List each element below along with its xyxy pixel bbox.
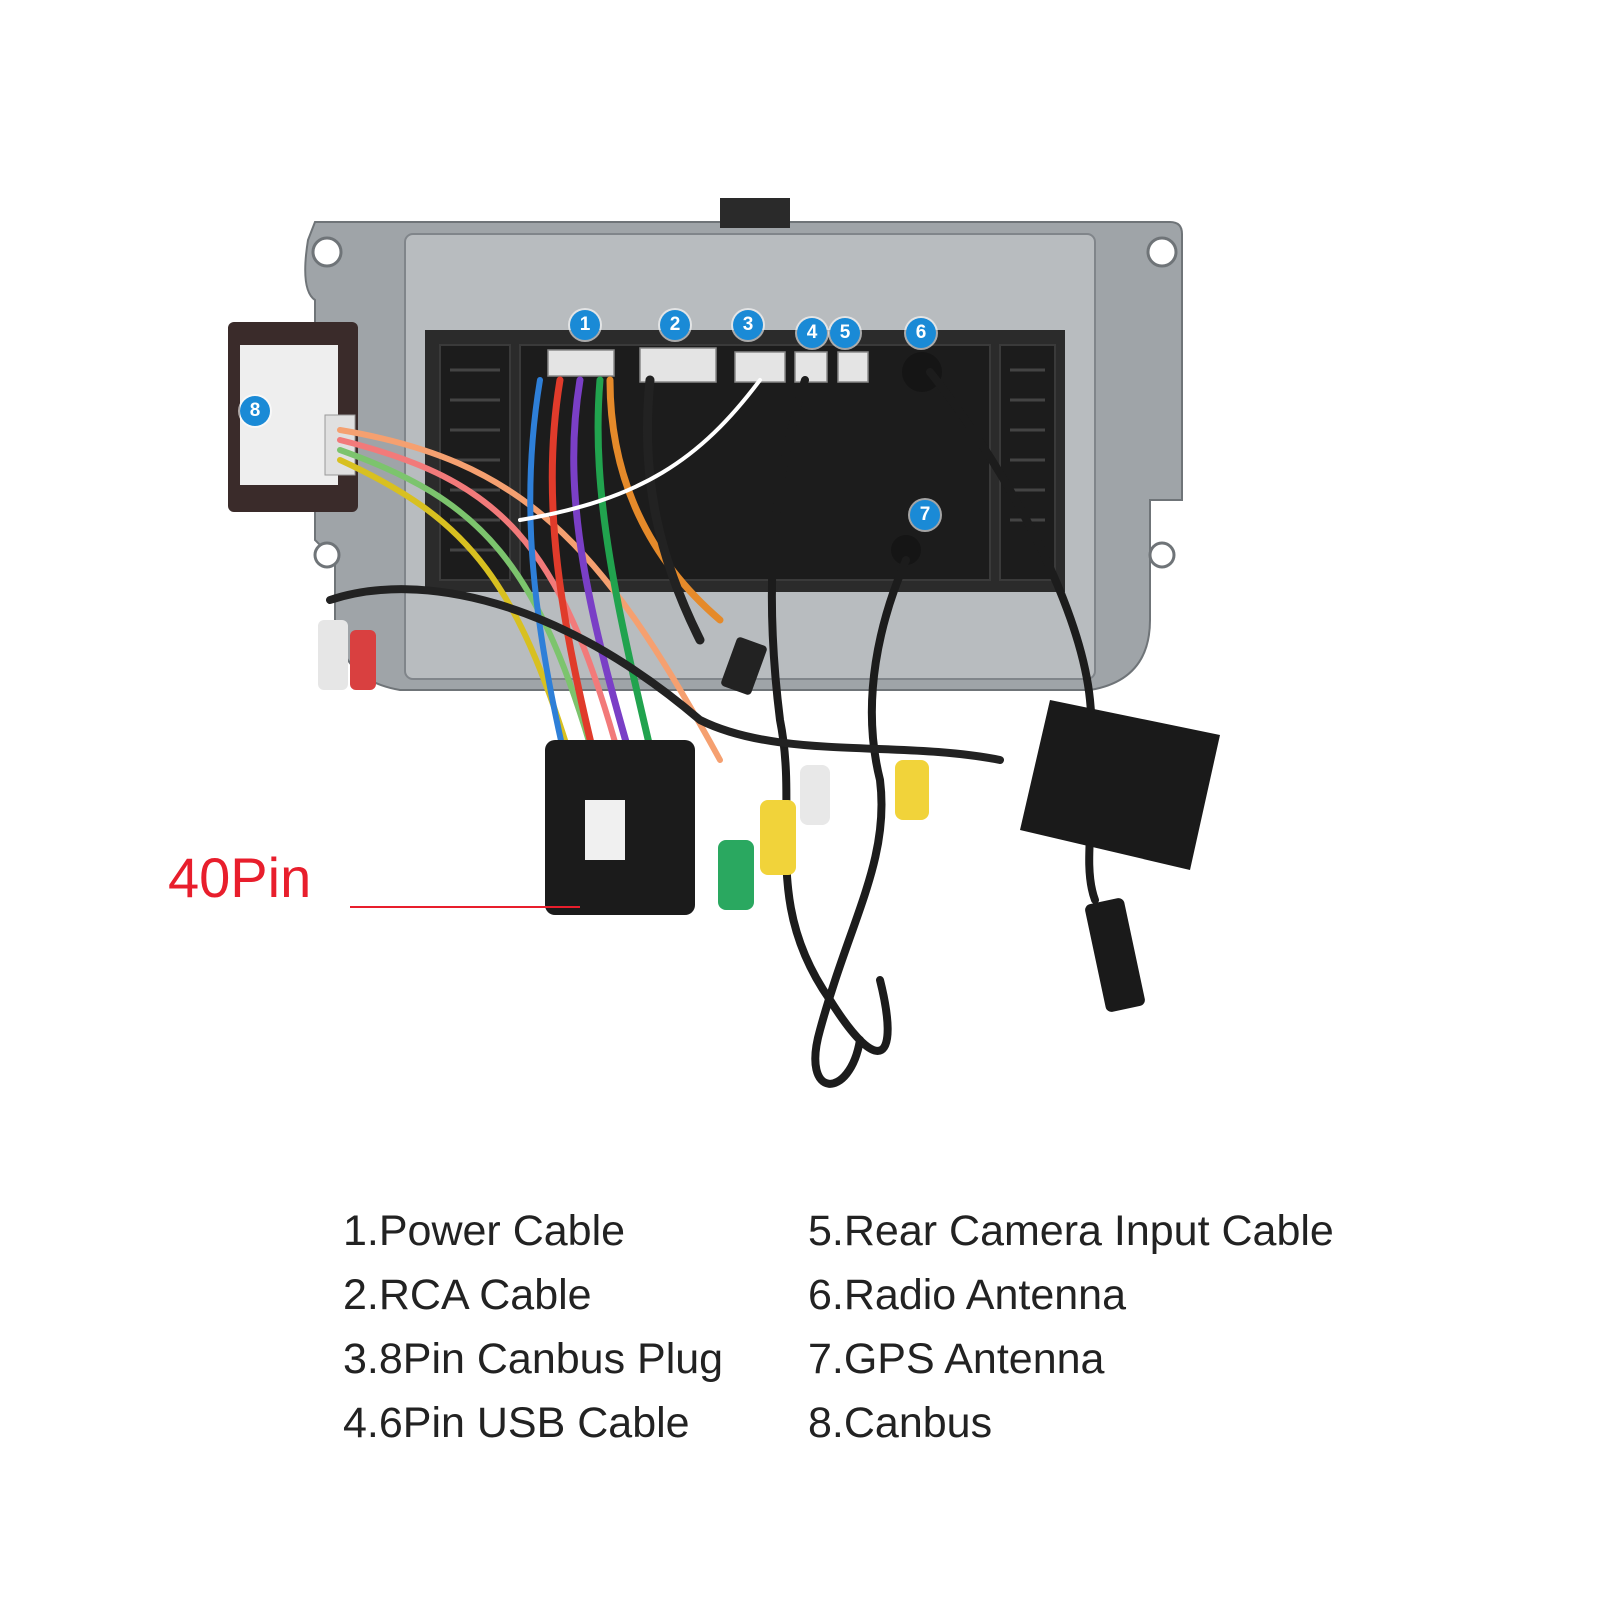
callout-badge-7: 7 [910,500,940,530]
legend-item-canbus-plug: 3.8Pin Canbus Plug [343,1335,724,1383]
legend-item-power-cable: 1.Power Cable [343,1207,626,1255]
rear-heatsink [425,330,1065,592]
rca-plugs [318,620,929,910]
40pin-callout-line [350,906,580,908]
callout-badge-5: 5 [830,318,860,348]
legend-item-rca-cable: 2.RCA Cable [343,1271,592,1319]
wiring-harness [326,368,1099,1088]
callout-badge-8: 8 [240,396,270,426]
callout-badge-1: 1 [570,310,600,340]
legend-item-gps-antenna: 7.GPS Antenna [808,1335,1105,1383]
usb-plug [721,637,767,695]
legend-left: 1.Power Cable 2.RCA Cable 3.8Pin Canbus … [343,1203,723,1459]
legend-item-canbus: 8.Canbus [808,1399,993,1447]
legend-right: 5.Rear Camera Input Cable 6.Radio Antenn… [808,1203,1334,1459]
40pin-callout-label: 40Pin [168,846,312,909]
legend-item-radio-antenna: 6.Radio Antenna [808,1271,1126,1319]
legend-item-rear-camera-cable: 5.Rear Camera Input Cable [808,1207,1334,1255]
gps-antenna-puck [1020,700,1220,1012]
legend-item-usb-cable: 4.6Pin USB Cable [343,1399,690,1447]
callout-badge-2: 2 [660,310,690,340]
callout-badge-6: 6 [906,318,936,348]
40pin-connector [545,740,695,915]
callout-badge-4: 4 [797,318,827,348]
callout-badge-3: 3 [733,310,763,340]
